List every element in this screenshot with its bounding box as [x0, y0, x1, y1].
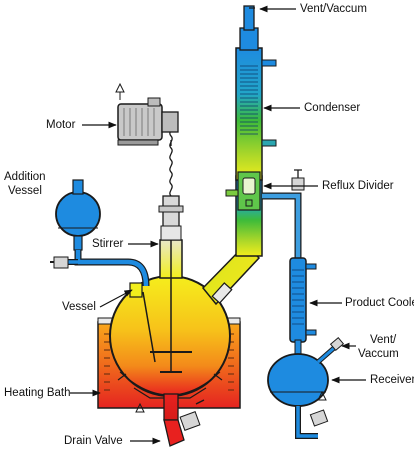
label-addition-vessel-line2: Vessel — [8, 185, 42, 197]
label-vessel: Vessel — [62, 301, 96, 313]
label-product-cooler: Product Cooler — [345, 297, 414, 309]
feed-line — [50, 250, 150, 287]
distillation-column — [225, 5, 277, 257]
motor — [115, 82, 179, 146]
label-drain-valve: Drain Valve — [64, 435, 123, 447]
label-addition-vessel-line1: Addition — [4, 171, 46, 183]
label-stirrer: Stirrer — [92, 238, 124, 250]
arrow-vessel — [99, 289, 133, 308]
product-cooler — [289, 257, 317, 355]
drain-valve — [135, 393, 205, 447]
label-vent-right-line2: Vaccum — [358, 348, 399, 360]
label-vent-right-line1: Vent/ — [370, 334, 397, 346]
label-vent-vaccum-top: Vent/Vaccum — [300, 3, 367, 15]
label-condenser: Condenser — [304, 102, 361, 114]
product-line — [262, 169, 305, 262]
addition-vessel — [55, 179, 101, 251]
label-heating-bath: Heating Bath — [4, 387, 71, 399]
label-motor: Motor — [46, 119, 76, 131]
vapour-arm — [201, 242, 261, 306]
stirrer-assembly — [158, 111, 184, 241]
label-receiver: Receiver — [370, 374, 414, 386]
leader-arrows — [70, 5, 366, 445]
main-vessel — [109, 220, 231, 399]
label-reflux-divider: Reflux Divider — [322, 180, 394, 192]
receiver — [267, 337, 345, 439]
